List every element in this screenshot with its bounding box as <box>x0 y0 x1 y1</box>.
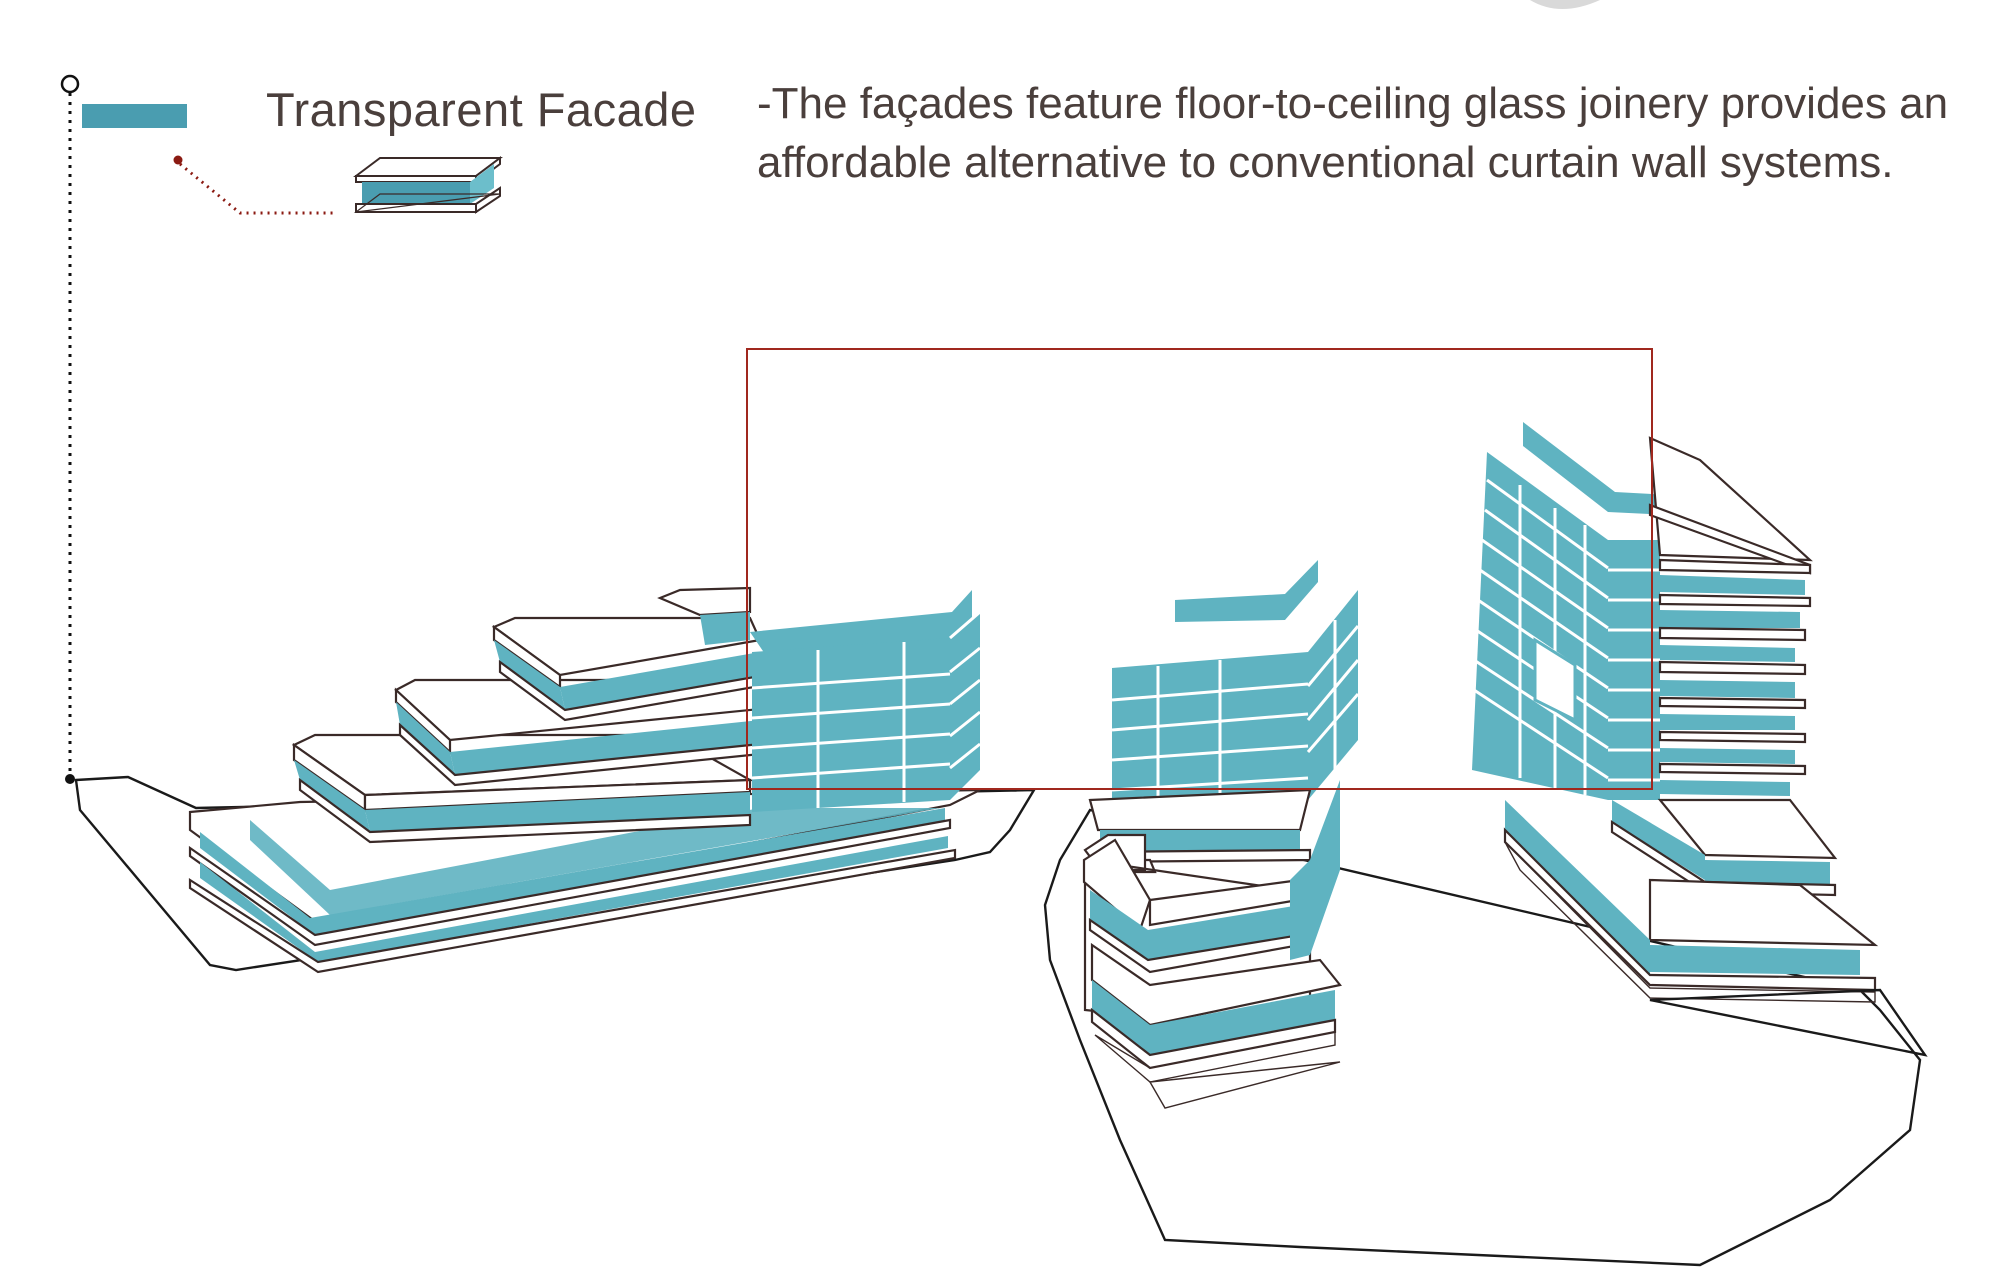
right-building <box>1472 422 1928 1057</box>
legend-leader <box>60 74 80 784</box>
middle-site-outline <box>1043 808 1922 1267</box>
legend-red-leader <box>173 155 335 215</box>
description-text: -The façades feature floor-to-ceiling gl… <box>757 74 1987 192</box>
left-tower <box>750 590 981 812</box>
middle-building <box>1043 560 1922 1267</box>
right-slab-stack <box>1503 436 1928 1057</box>
highlight-frame <box>746 348 1653 790</box>
middle-lower-stack <box>1082 780 1342 1109</box>
slab-section-icon <box>353 156 503 214</box>
legend-swatch <box>82 104 187 128</box>
legend-label: Transparent Facade <box>266 83 697 136</box>
middle-tower <box>1111 560 1360 810</box>
corner-object <box>1530 0 1600 9</box>
tier-3 <box>491 616 762 722</box>
description-line: -The façades feature floor-to-ceiling gl… <box>757 79 1949 128</box>
left-building <box>74 586 1037 974</box>
right-tower <box>1472 422 1670 800</box>
tier-4 <box>657 586 752 645</box>
left-site-outline <box>74 775 1037 972</box>
description-line: affordable alternative to conventional c… <box>757 138 1894 187</box>
